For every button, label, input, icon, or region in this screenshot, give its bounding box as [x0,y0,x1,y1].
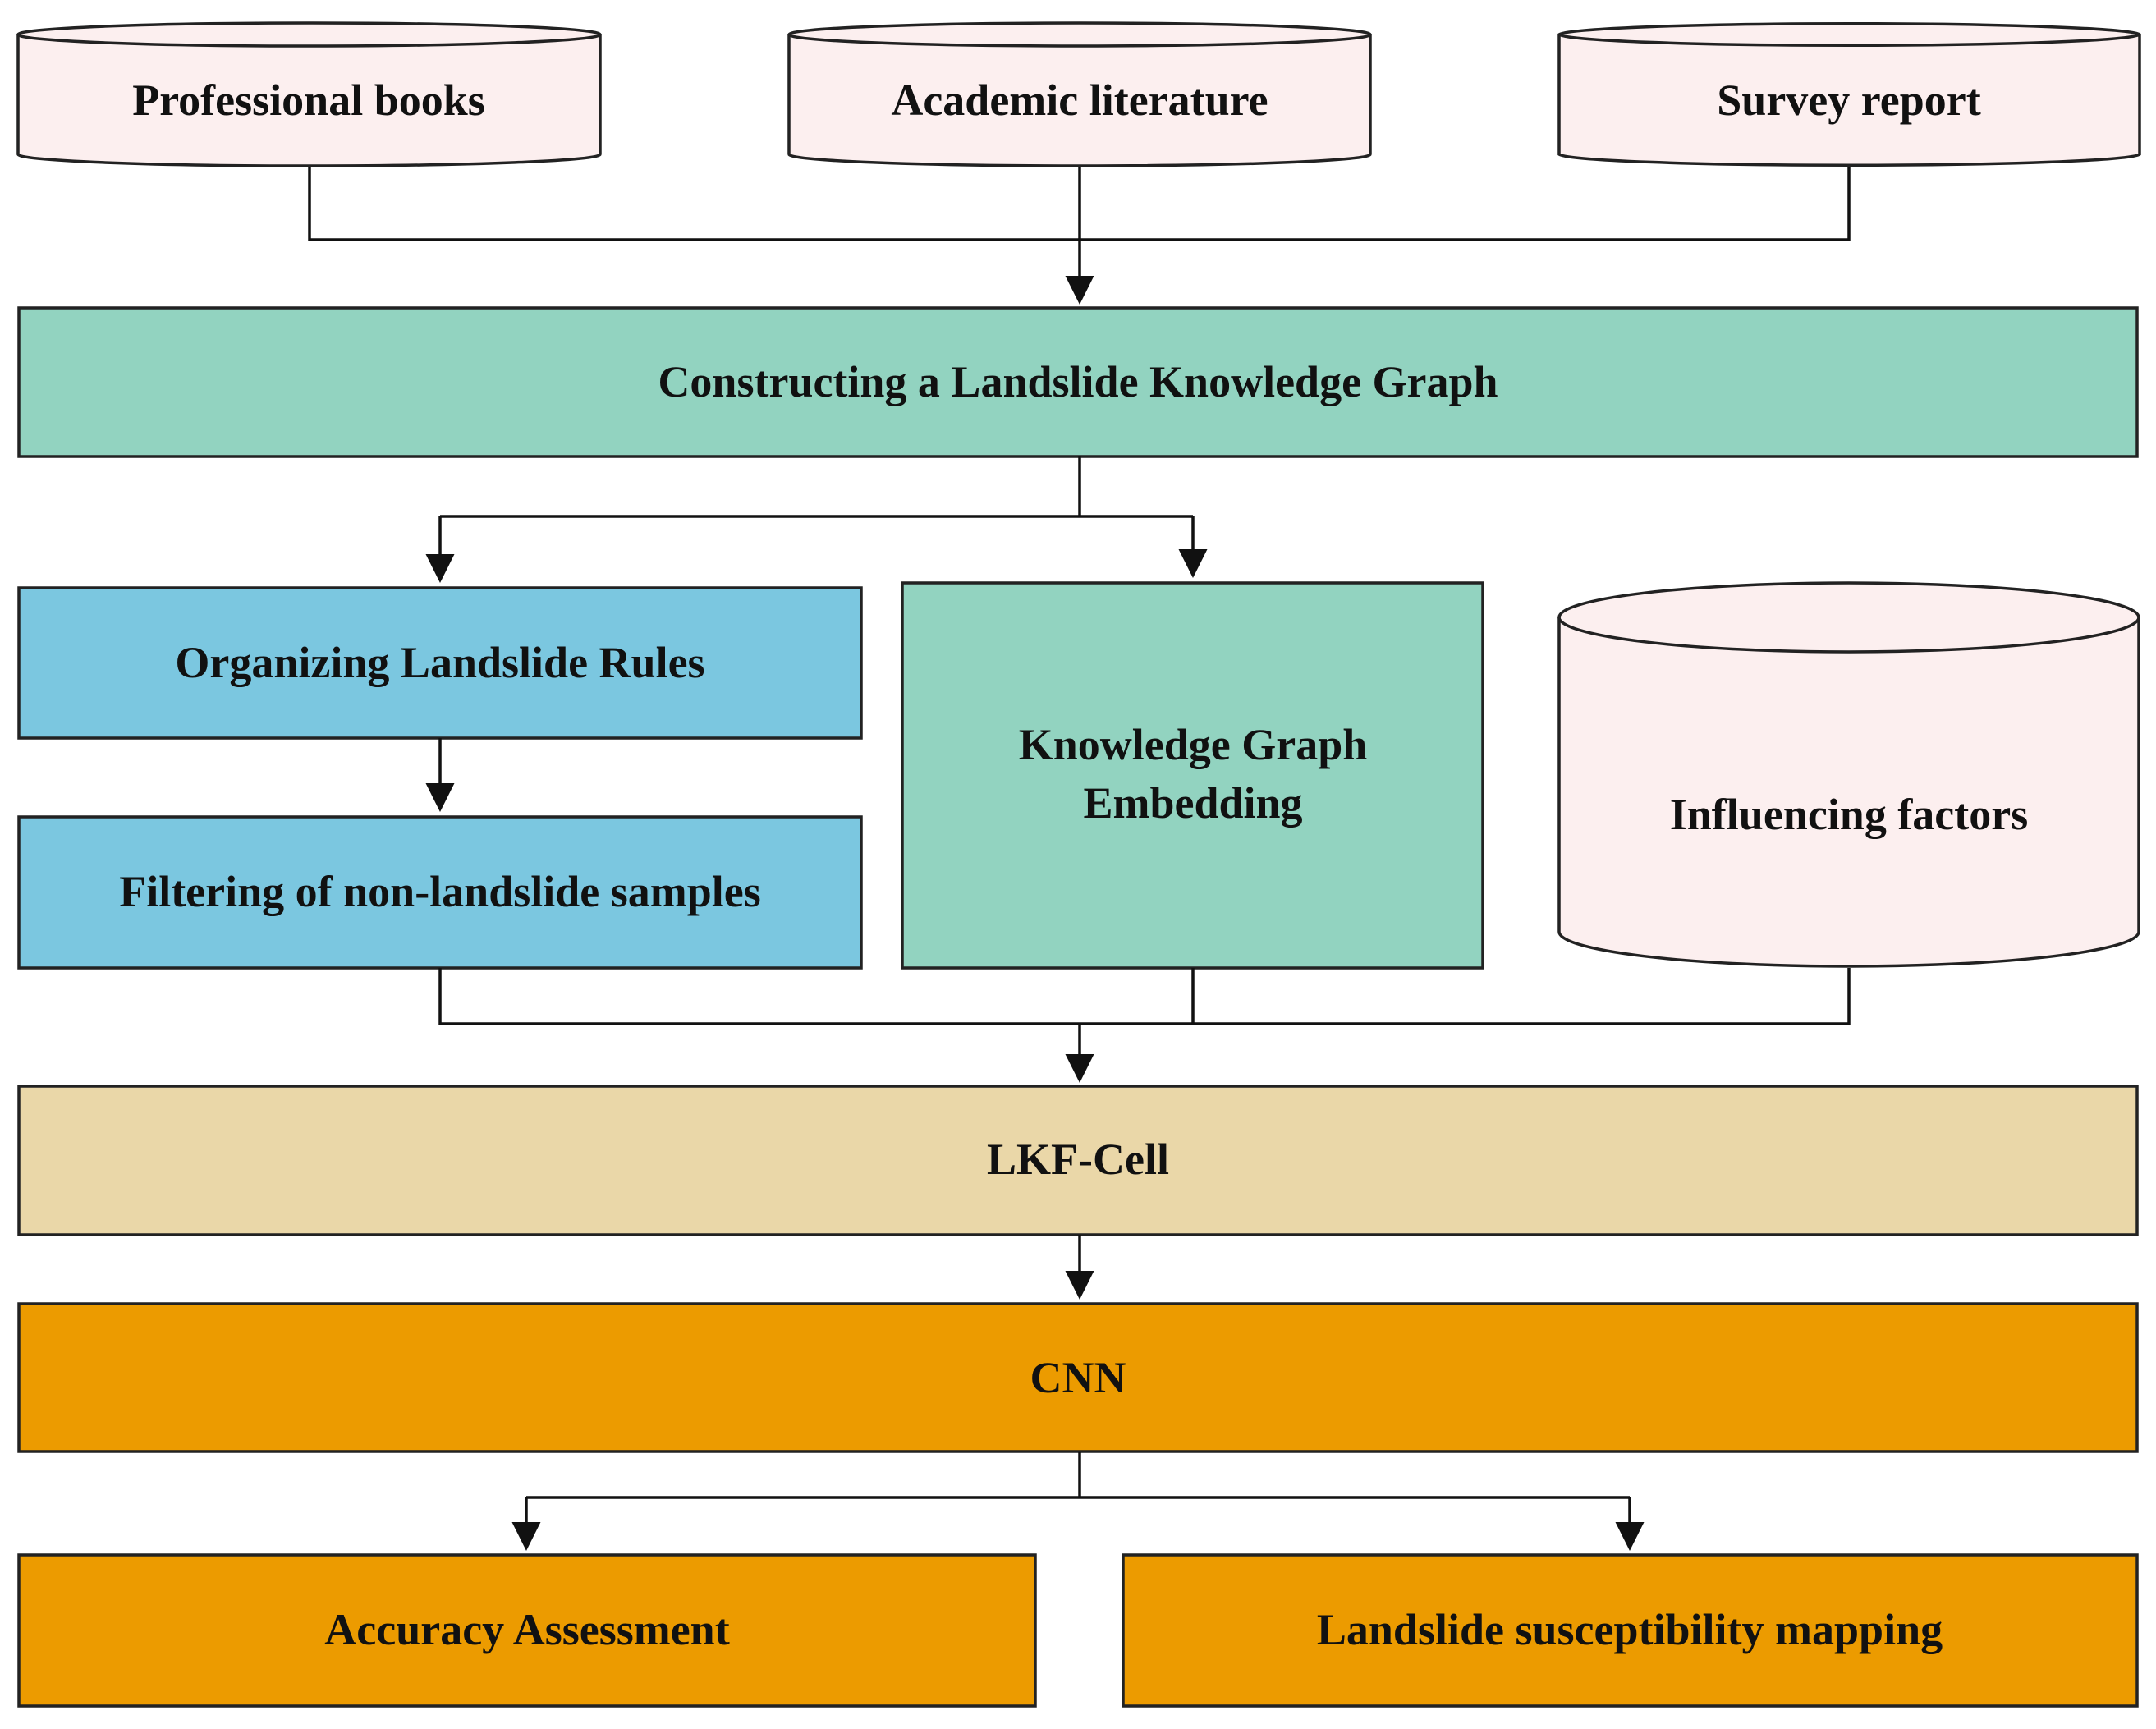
source-academic-literature: Academic literature [787,21,1372,167]
lkf-cell-box: LKF-Cell [17,1085,2139,1236]
source-academic-literature-label: Academic literature [891,76,1268,125]
connector-cnn-split [511,1452,1645,1551]
cnn-label: CNN [1030,1353,1126,1402]
filter-samples-label: Filtering of non-landslide samples [119,867,761,916]
construct-kg-label: Constructing a Landslide Knowledge Graph [658,357,1498,406]
influencing-factors-label: Influencing factors [1670,790,2028,839]
kg-embedding-label-line1: Knowledge Graph [1019,720,1368,769]
source-professional-books: Professional books [16,21,602,167]
source-professional-books-label: Professional books [132,76,485,125]
kg-embedding-box: Knowledge Graph Embedding [901,581,1484,970]
lkf-cell-label: LKF-Cell [987,1135,1169,1184]
kg-embedding-label-line2: Embedding [1083,778,1302,828]
connector-kg-split [425,456,1208,583]
organize-rules-label: Organizing Landslide Rules [175,638,704,687]
organize-rules-box: Organizing Landslide Rules [17,586,863,740]
susceptibility-mapping-label: Landslide susceptibility mapping [1317,1605,1943,1654]
filter-samples-box: Filtering of non-landslide samples [17,815,863,970]
connector-merge [438,968,1851,1083]
susceptibility-mapping-box: Landslide susceptibility mapping [1122,1553,2139,1708]
accuracy-assessment-box: Accuracy Assessment [17,1553,1037,1708]
connector-sources [308,167,1851,305]
construct-kg-box: Constructing a Landslide Knowledge Graph [17,306,2139,458]
cnn-box: CNN [17,1302,2139,1453]
source-survey-report: Survey report [1557,21,2141,167]
source-survey-report-label: Survey report [1717,76,1980,125]
accuracy-assessment-label: Accuracy Assessment [324,1605,729,1654]
influencing-factors-cylinder: Influencing factors [1557,581,2140,968]
